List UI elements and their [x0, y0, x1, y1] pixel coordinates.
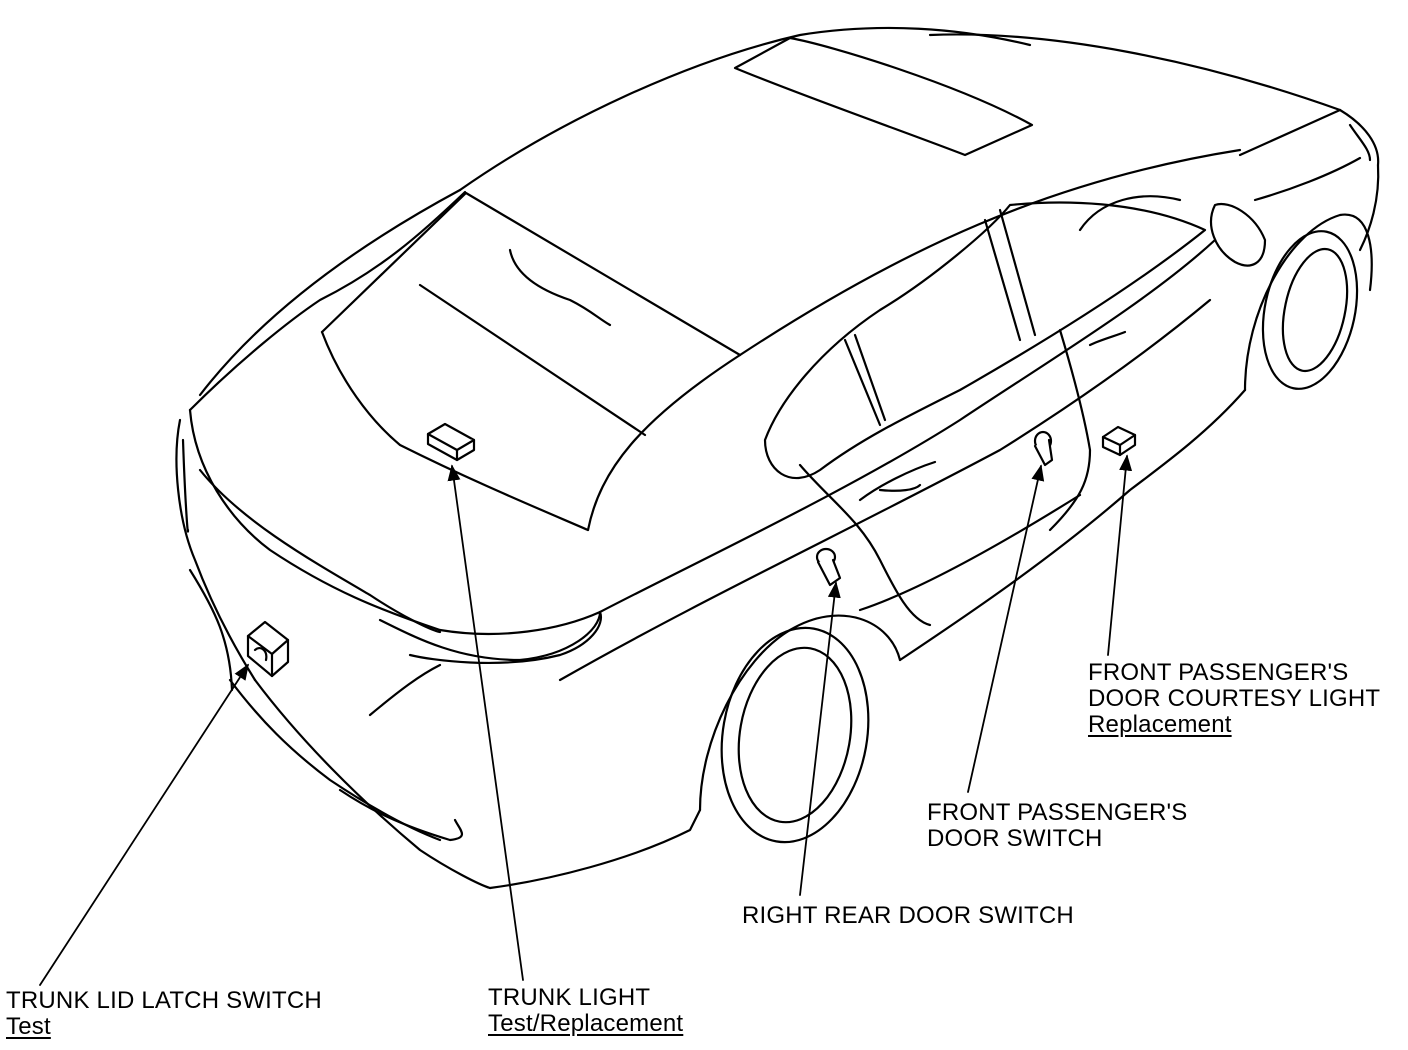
trunk-light-test-replacement-link[interactable]: Test/Replacement: [488, 1010, 684, 1037]
front-passenger-door-switch-title-line1: FRONT PASSENGER'S: [927, 799, 1188, 826]
arrow-front-passenger-door-switch: [967, 464, 1045, 793]
right-rear-door-switch-label: RIGHT REAR DOOR SWITCH: [742, 903, 1074, 929]
arrow-trunk-lid-latch: [39, 663, 249, 986]
courtesy-light-title-line2: DOOR COURTESY LIGHT: [1088, 685, 1381, 712]
courtesy-light-shape: [1101, 425, 1137, 457]
front-passenger-door-switch-title-line2: DOOR SWITCH: [927, 825, 1103, 852]
courtesy-light-title-line1: FRONT PASSENGER'S: [1088, 659, 1349, 686]
trunk-lid-latch-switch-test-link[interactable]: Test: [6, 1013, 51, 1040]
trunk-light-title: TRUNK LIGHT: [488, 984, 651, 1011]
front-passenger-door-switch-label: FRONT PASSENGER'S DOOR SWITCH: [927, 800, 1187, 852]
car-body-outline: [175, 26, 1380, 890]
right-rear-door-switch-title: RIGHT REAR DOOR SWITCH: [742, 902, 1074, 929]
trunk-lid-latch-switch-shape: [246, 620, 290, 678]
arrow-courtesy-light: [1107, 454, 1133, 656]
leader-arrows: [39, 454, 1133, 986]
trunk-lid-latch-switch-title: TRUNK LID LATCH SWITCH: [6, 987, 322, 1014]
arrow-right-rear-door-switch: [799, 581, 841, 896]
arrow-trunk-light: [447, 464, 524, 981]
side-windows: [763, 195, 1207, 480]
front-passenger-courtesy-light-label: FRONT PASSENGER'S DOOR COURTESY LIGHT Re…: [1088, 660, 1380, 738]
sunroof: [733, 36, 1034, 157]
trunk-light-shape: [426, 422, 476, 462]
courtesy-light-replacement-link[interactable]: Replacement: [1088, 711, 1232, 738]
trunk-light-label: TRUNK LIGHT Test/Replacement: [488, 985, 683, 1037]
front-passenger-door-switch-shape: [1033, 430, 1054, 467]
side-mirror: [1210, 202, 1267, 267]
door-details: [798, 328, 1127, 627]
right-rear-door-switch-shape: [815, 547, 842, 587]
trunk-lid-latch-switch-label: TRUNK LID LATCH SWITCH Test: [6, 988, 322, 1040]
